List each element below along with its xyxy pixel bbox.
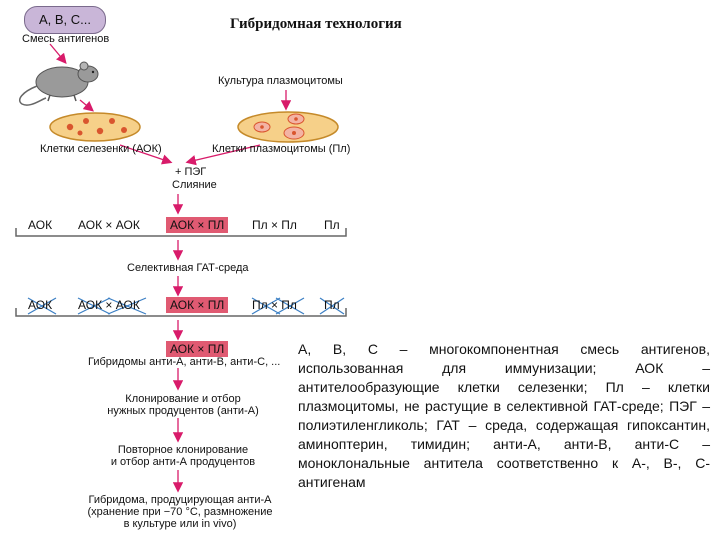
final-label-line1: Гибридома, продуцирующая анти-А bbox=[88, 494, 272, 506]
row2-bracket bbox=[15, 308, 347, 317]
final-label-line3: в культуре или in vivo) bbox=[123, 518, 237, 530]
plasmacytoma-cells-dish bbox=[237, 111, 339, 143]
legend-caption: А, В, С – многокомпонентная смесь антиге… bbox=[298, 341, 710, 490]
flow-arrows bbox=[49, 43, 292, 493]
peg-label: + ПЭГ bbox=[175, 166, 207, 178]
plasmacytoma-culture-label: Культура плазмоцитомы bbox=[218, 75, 343, 87]
cloning-label-line2: нужных продуцентов (анти-А) bbox=[107, 405, 259, 417]
hybrid-box: АОК × ПЛ bbox=[166, 341, 229, 357]
fusion-label: Слияние bbox=[172, 179, 217, 191]
row1-cell-hybrid: АОК × ПЛ bbox=[166, 217, 229, 233]
row1-cell-aok-aok: АОК × АОК bbox=[78, 218, 140, 232]
recloning-label-line1: Повторное клонирование bbox=[117, 444, 249, 456]
row1-cell-pl-pl: Пл × Пл bbox=[252, 218, 297, 232]
antigen-mix-box: A, B, C... bbox=[24, 6, 106, 34]
row1-bracket bbox=[15, 228, 347, 237]
cloning-label-line1: Клонирование и отбор bbox=[125, 393, 241, 405]
row1-cell-pl: Пл bbox=[324, 218, 340, 232]
row2-cell-pl: Пл bbox=[324, 298, 340, 312]
row2-cell-pl-pl: Пл × Пл bbox=[252, 298, 297, 312]
antigen-mix-label: Смесь антигенов bbox=[22, 33, 110, 45]
cloning-label: Клонирование и отбор нужных продуцентов … bbox=[98, 393, 268, 417]
row2-cell-aok: АОК bbox=[28, 298, 53, 312]
row2-cell-hybrid: АОК × ПЛ bbox=[166, 297, 229, 313]
plasmacytoma-cells-label: Клетки плазмоцитомы (Пл) bbox=[212, 143, 351, 155]
row1-cell-aok: АОК bbox=[28, 218, 53, 232]
final-label-line2: (хранение при −70 °С, размножение bbox=[87, 506, 273, 518]
spleen-cells-label: Клетки селезенки (АОК) bbox=[40, 143, 162, 155]
recloning-label-line2: и отбор анти-А продуцентов bbox=[110, 456, 256, 468]
mouse-icon bbox=[18, 61, 99, 106]
elimination-crosses bbox=[27, 297, 345, 315]
page-title: Гибридомная технология bbox=[230, 16, 402, 32]
recloning-label: Повторное клонирование и отбор анти-А пр… bbox=[98, 444, 268, 468]
final-hybridoma-label: Гибридома, продуцирующая анти-А (хранени… bbox=[80, 494, 280, 530]
row2-cell-aok-aok: АОК × АОК bbox=[78, 298, 140, 312]
selective-medium-label: Селективная ГАТ-среда bbox=[127, 262, 249, 274]
spleen-cells-dish bbox=[49, 112, 141, 142]
hybridomas-label: Гибридомы анти-А, анти-В, анти-С, ... bbox=[88, 356, 281, 368]
